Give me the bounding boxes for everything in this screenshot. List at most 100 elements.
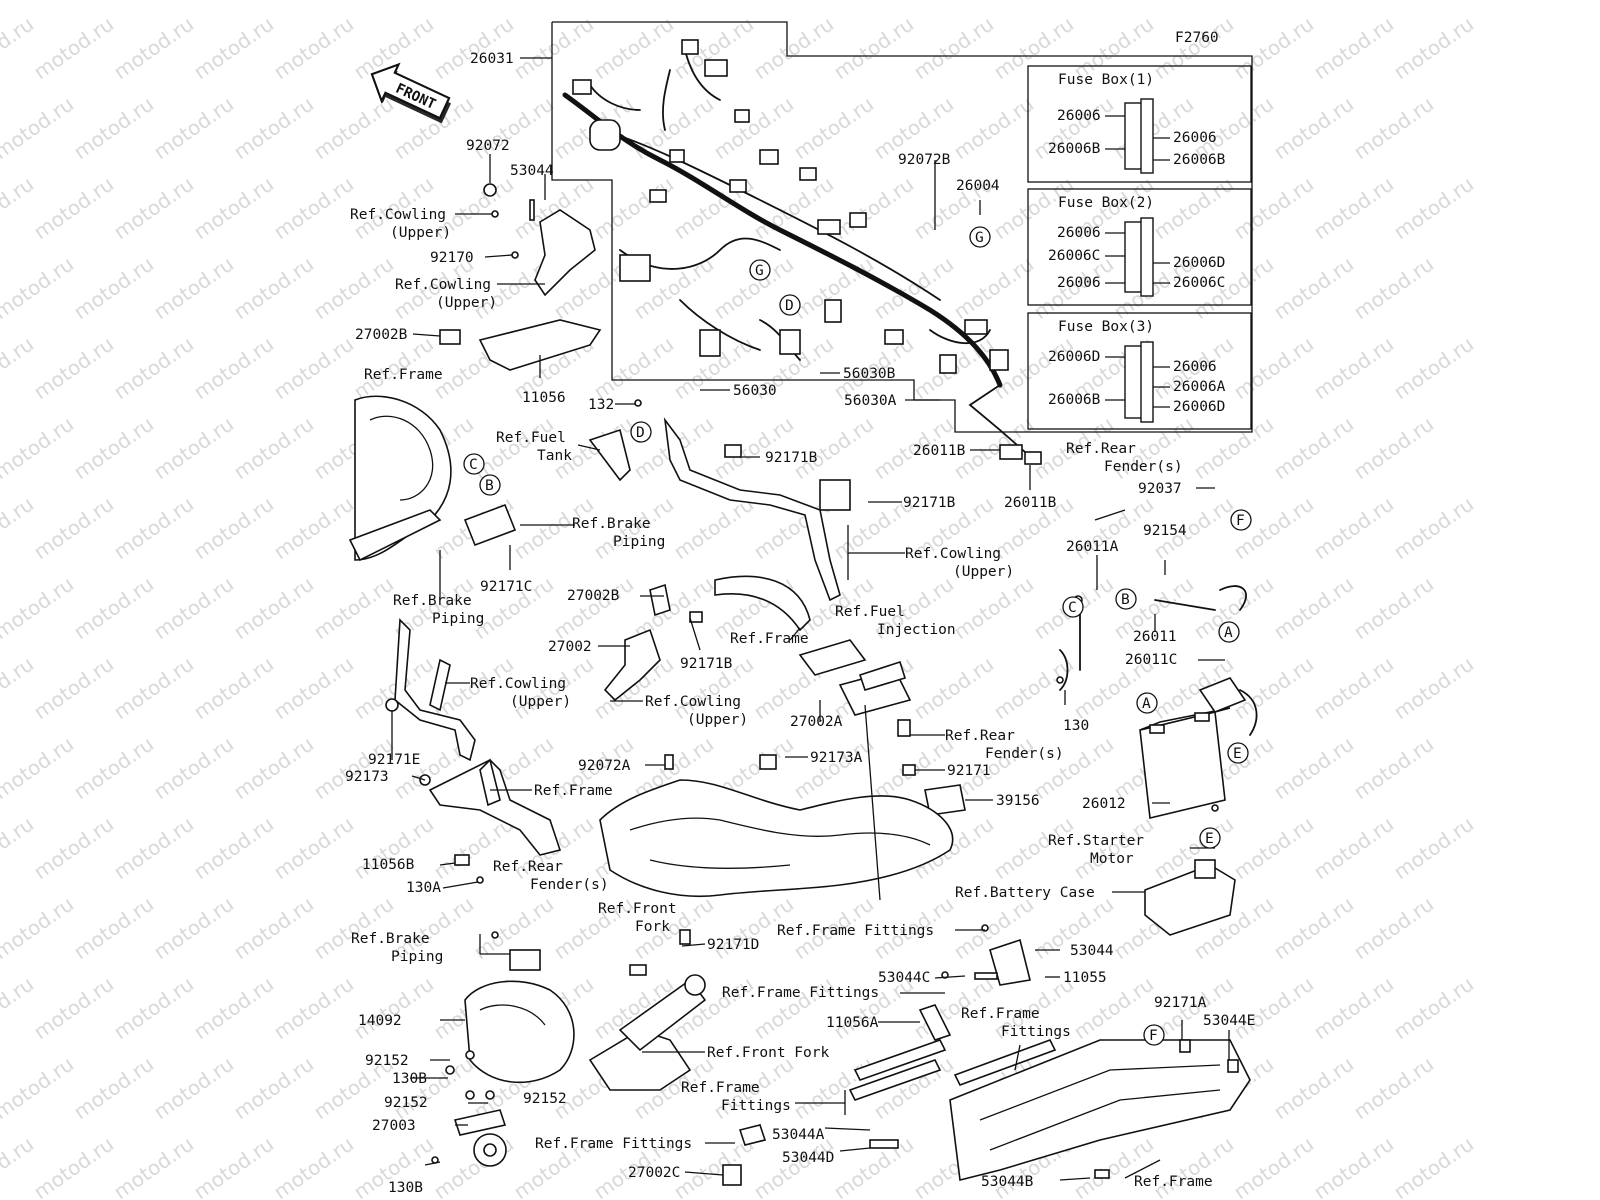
- watermark-text: motod.ru: [69, 732, 158, 804]
- part-label: 26011: [1133, 629, 1177, 645]
- part-label: (Upper): [687, 712, 748, 728]
- part-label: (Upper): [953, 564, 1014, 580]
- watermark-text: motod.ru: [1349, 892, 1438, 964]
- part-label: 92072: [466, 138, 510, 154]
- watermark-text: motod.ru: [0, 12, 38, 84]
- watermark-text: motod.ru: [869, 0, 958, 4]
- watermark-text: motod.ru: [309, 572, 398, 644]
- watermark-text: motod.ru: [149, 252, 238, 324]
- part-label: 56030: [733, 383, 777, 399]
- part-label: 53044A: [772, 1127, 825, 1143]
- watermark-text: motod.ru: [549, 572, 638, 644]
- watermark-text: motod.ru: [869, 252, 958, 324]
- part-label: 92171C: [480, 579, 532, 595]
- svg-text:G: G: [755, 263, 764, 279]
- watermark-text: motod.ru: [709, 0, 798, 4]
- part-label: Ref.Frame Fittings: [777, 923, 934, 939]
- watermark-text: motod.ru: [189, 172, 278, 244]
- fuse-box-2-label-1: 26006: [1057, 225, 1101, 241]
- fuse-box-2-label-3: 26006: [1057, 275, 1101, 291]
- watermark-text: motod.ru: [1149, 12, 1238, 84]
- watermark-text: motod.ru: [69, 892, 158, 964]
- watermark-text: motod.ru: [149, 892, 238, 964]
- watermark-text: motod.ru: [949, 252, 1038, 324]
- parts-center-frame: [603, 417, 851, 702]
- svg-text:A: A: [1142, 696, 1151, 712]
- part-label: 27002C: [628, 1165, 680, 1181]
- fuse-box-1-label-4: 26006B: [1173, 152, 1226, 168]
- part-label: Ref.Front: [598, 901, 677, 917]
- watermark-text: motod.ru: [109, 332, 198, 404]
- front-arrow-icon: FRONT: [370, 62, 452, 124]
- watermark-text: motod.ru: [789, 0, 878, 4]
- part-label: 92173A: [810, 750, 863, 766]
- part-label: Ref.Cowling: [905, 546, 1001, 562]
- part-label: Ref.Brake: [393, 593, 472, 609]
- watermark-text: motod.ru: [1349, 572, 1438, 644]
- watermark-text: motod.ru: [309, 92, 398, 164]
- watermark-text: motod.ru: [0, 892, 78, 964]
- part-label: Ref.Rear: [945, 728, 1015, 744]
- watermark-text: motod.ru: [1269, 252, 1358, 324]
- part-label: Ref.Cowling: [470, 676, 566, 692]
- part-label: Ref.Starter: [1048, 833, 1144, 849]
- parts-left-frame-bracket: [385, 618, 562, 884]
- part-label: 130A: [406, 880, 441, 896]
- watermark-text: motod.ru: [269, 972, 358, 1044]
- part-label: 92171B: [680, 656, 733, 672]
- watermark-text: motod.ru: [1229, 332, 1318, 404]
- watermark-text: motod.ru: [1269, 1052, 1358, 1124]
- part-label: Ref.Front Fork: [707, 1045, 829, 1061]
- watermark-text: motod.ru: [29, 12, 118, 84]
- watermark-text: motod.ru: [229, 892, 318, 964]
- part-label: 11056A: [826, 1015, 879, 1031]
- watermark-text: motod.ru: [269, 652, 358, 724]
- fuse-box-3-label-1: 26006D: [1048, 349, 1100, 365]
- watermark-text: motod.ru: [349, 812, 438, 884]
- watermark-text: motod.ru: [1109, 0, 1198, 4]
- svg-text:B: B: [485, 478, 494, 494]
- part-labels: 26031 92072 53044 Ref.Cowling (Upper) 92…: [345, 51, 1255, 1196]
- callout-c-2: C: [1062, 596, 1084, 618]
- part-label: 26004: [956, 178, 1000, 194]
- watermark-text: motod.ru: [269, 1132, 358, 1200]
- part-label: 14092: [358, 1013, 402, 1029]
- part-label: 26011C: [1125, 652, 1177, 668]
- svg-text:F: F: [1149, 1028, 1158, 1044]
- watermark-text: motod.ru: [1349, 92, 1438, 164]
- part-label: 92037: [1138, 481, 1182, 497]
- fuse-box-3-label-5: 26006D: [1173, 399, 1225, 415]
- watermark-text: motod.ru: [29, 1132, 118, 1200]
- svg-text:E: E: [1233, 746, 1242, 762]
- part-label: 132: [588, 397, 614, 413]
- part-label: 39156: [996, 793, 1040, 809]
- watermark-text: motod.ru: [1229, 812, 1318, 884]
- fuse-box-2-label-4: 26006D: [1173, 255, 1225, 271]
- part-label: 92171B: [765, 450, 818, 466]
- watermark-text: motod.ru: [69, 572, 158, 644]
- watermark-text: motod.ru: [29, 332, 118, 404]
- part-label: 130B: [392, 1071, 427, 1087]
- callout-e-2: E: [1199, 827, 1221, 849]
- figure-code: F2760: [1175, 30, 1219, 46]
- callout-d-2: D: [630, 421, 652, 443]
- watermark-text: motod.ru: [789, 732, 878, 804]
- watermark-text: motod.ru: [69, 92, 158, 164]
- watermark-text: motod.ru: [229, 252, 318, 324]
- part-label: Ref.Cowling: [350, 207, 446, 223]
- part-label: 92154: [1143, 523, 1187, 539]
- watermark-text: motod.ru: [1229, 172, 1318, 244]
- fuse-box-1-label-1: 26006: [1057, 108, 1101, 124]
- watermark-text: motod.ru: [829, 12, 918, 84]
- part-label: Fender(s): [530, 877, 609, 893]
- callout-b-2: B: [1115, 588, 1137, 610]
- watermark-text: motod.ru: [0, 0, 78, 4]
- fuse-box-2-label-2: 26006C: [1048, 248, 1100, 264]
- part-label: Piping: [613, 534, 665, 550]
- watermark-text: motod.ru: [109, 812, 198, 884]
- part-label: 130: [1063, 718, 1089, 734]
- watermark-text: motod.ru: [1309, 332, 1398, 404]
- part-label: 92072B: [898, 152, 951, 168]
- watermark-text: motod.ru: [0, 572, 78, 644]
- watermark-text: motod.ru: [1389, 172, 1478, 244]
